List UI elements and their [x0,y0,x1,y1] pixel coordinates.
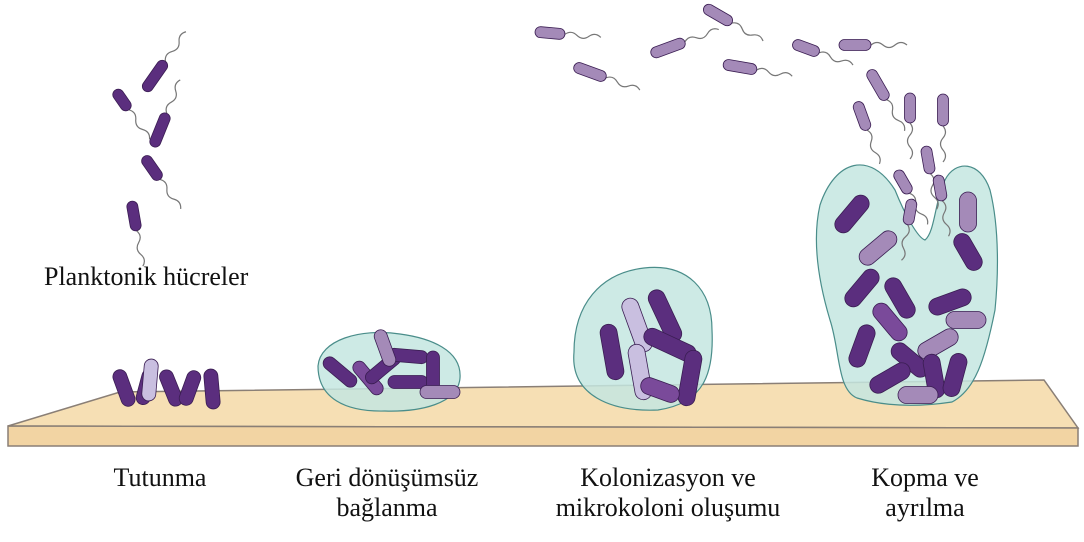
flagellum-icon [731,21,765,43]
stage-dispersal-line-1: Kopma ve [871,463,979,493]
irreversible-bacterium-16 [388,376,428,389]
planktonic-bacterium-2 [111,87,154,142]
matrix-bacterium-41 [898,387,938,404]
rod-bacterium-icon [902,198,917,226]
stage-colonization-label: Kolonizasyon ve mikrokoloni oluşumu [556,463,781,523]
rod-bacterium-icon [839,40,871,51]
attachment-bacterium-11 [203,368,220,409]
rod-bacterium-icon [126,200,142,231]
stage-attachment-label: Tutunma [114,463,207,493]
rod-bacterium-icon [865,68,892,103]
planktonic-bacterium-3 [148,78,185,149]
planktonic-cells-label: Planktonik hücreler [44,262,248,292]
dispersing-bacterium-46 [701,2,765,46]
dispersing-bacterium-52 [905,93,916,159]
planktonic-bacterium-4 [139,153,185,212]
dispersing-bacterium-49 [839,40,907,51]
rod-bacterium-icon [938,94,949,126]
rod-bacterium-icon [572,61,608,83]
rod-bacterium-icon [852,100,873,132]
bacteria-cells [111,2,986,409]
stage-dispersal-label: Kopma ve ayrılma [871,463,979,523]
stage-dispersal-line-2: ayrılma [871,493,979,523]
rod-bacterium-icon [649,37,687,60]
flagellum-icon [158,178,183,210]
flagellum-icon [818,50,854,67]
rod-bacterium-icon [722,59,757,76]
stage-irreversible-attachment-line-2: bağlanma [296,493,479,523]
flagellum-icon [884,98,906,132]
flagellum-icon [756,67,792,78]
rod-bacterium-icon [905,93,916,123]
flagellum-icon [605,75,641,92]
rod-bacterium-icon [898,387,938,404]
stage-irreversible-attachment-label: Geri dönüşümsüz bağlanma [296,463,479,523]
irreversible-bacterium-18 [420,386,460,399]
rod-bacterium-icon [920,145,936,174]
dispersing-bacterium-51 [852,100,885,166]
stage-attachment-line-1: Tutunma [114,463,207,493]
dispersing-bacterium-43 [535,26,602,43]
flagellum-icon [163,30,188,62]
dispersing-bacterium-45 [649,24,720,59]
planktonic-bacterium-5 [126,200,148,267]
dispersing-bacterium-50 [865,68,910,134]
dispersing-bacterium-47 [722,59,793,82]
rod-bacterium-icon [701,2,734,28]
planktonic-cells-text: Planktonik hücreler [44,262,248,292]
rod-bacterium-icon [139,153,164,182]
rod-bacterium-icon [140,58,170,94]
rod-bacterium-icon [791,38,821,58]
flagellum-icon [164,79,182,114]
stage-colonization-line-1: Kolonizasyon ve [556,463,781,493]
planktonic-bacterium-1 [140,29,190,94]
surface-front-face [8,426,1078,446]
matrix-bacterium-42 [946,312,986,329]
dispersing-bacterium-53 [938,94,949,162]
flagellum-icon [941,126,946,162]
flagellum-icon [127,108,152,140]
flagellum-icon [865,129,882,165]
rod-bacterium-icon [148,111,172,148]
matrix-bacterium-35 [960,192,977,232]
rod-bacterium-icon [203,368,220,409]
rod-bacterium-icon [420,386,460,399]
flagellum-icon [684,27,720,44]
flagellum-icon [565,32,601,40]
flagellum-icon [871,43,907,48]
rod-bacterium-icon [388,376,428,389]
rod-bacterium-icon [946,312,986,329]
rod-bacterium-icon [111,87,134,113]
stage-colonization-line-2: mikrokoloni oluşumu [556,493,781,523]
dispersing-bacterium-44 [572,61,642,95]
flagellum-icon [908,123,913,159]
rod-bacterium-icon [960,192,977,232]
stage-irreversible-attachment-line-1: Geri dönüşümsüz [296,463,479,493]
rod-bacterium-icon [535,26,566,40]
